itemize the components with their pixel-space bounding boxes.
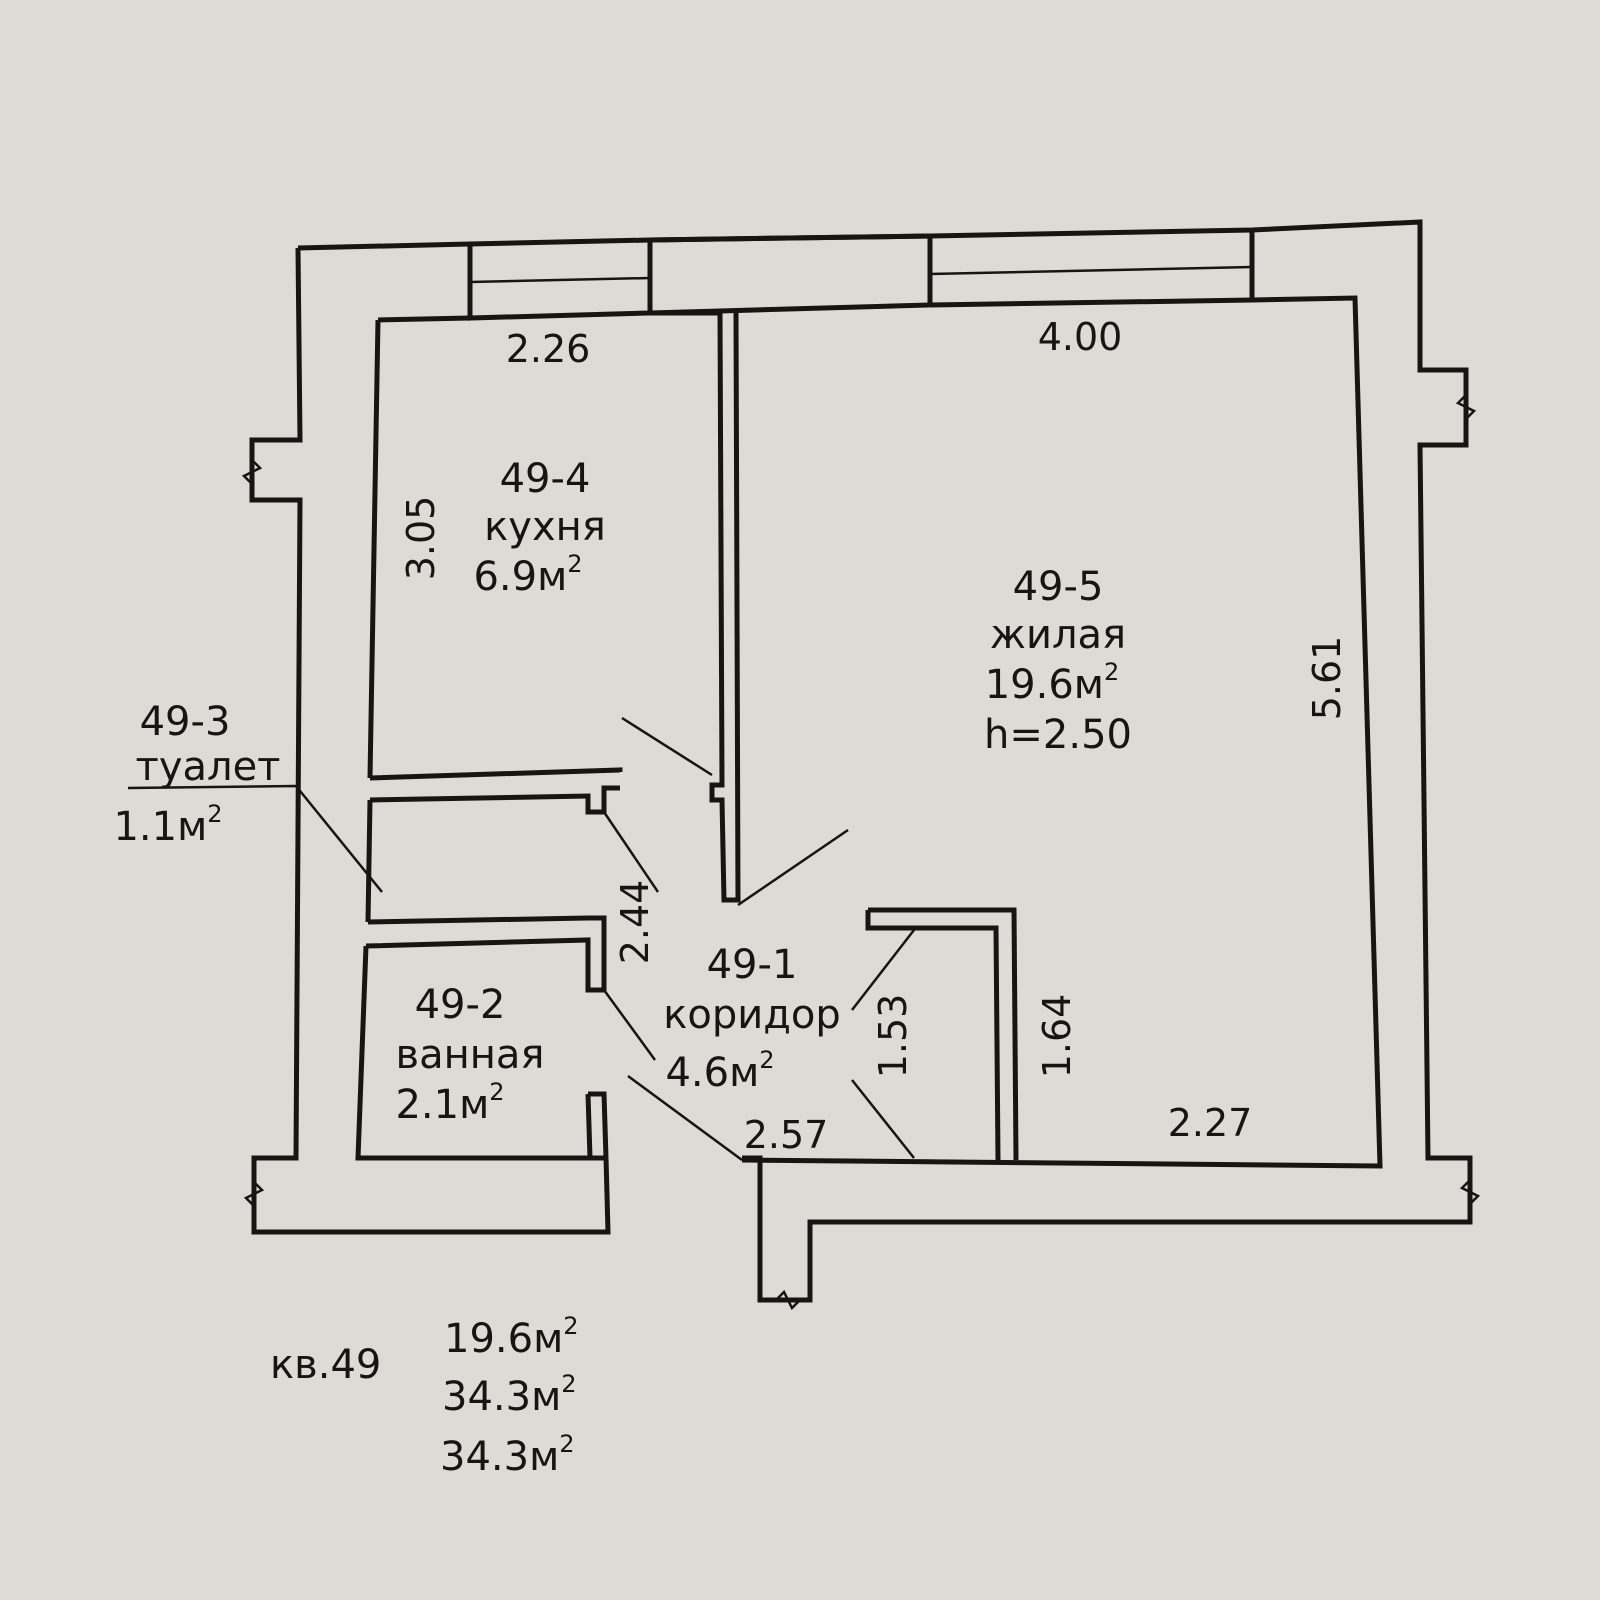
room-id: 49-2 — [415, 982, 506, 1028]
room-area: 6.9м2 — [473, 550, 582, 600]
room-toilet: 49-3 туалет 1.1м2 — [113, 699, 280, 850]
room-name: туалет — [136, 744, 281, 790]
room-living: 49-5 жилая 19.6м2 h=2.50 — [984, 564, 1132, 758]
room-id: 49-3 — [140, 699, 231, 745]
dim-corridor-bottom: 2.57 — [744, 1113, 829, 1157]
door-swings — [127, 716, 915, 1162]
room-kitchen: 49-4 кухня 6.9м2 — [473, 456, 605, 600]
break-mark — [241, 459, 263, 485]
apartment-summary: кв.49 19.6м2 34.3м2 34.3м2 — [270, 1312, 579, 1480]
room-bath: 49-2 ванная 2.1м2 — [395, 982, 544, 1128]
dim-kitchen-height: 3.05 — [399, 496, 443, 581]
door-swing-closet-bottom — [851, 1079, 915, 1159]
partition-toilet-top — [369, 767, 623, 815]
door-swing-living — [737, 828, 849, 907]
door-swing-bath — [602, 989, 657, 1061]
outer-wall-left — [249, 247, 611, 1235]
door-swing-entrance — [627, 1074, 743, 1162]
window-living-pier — [649, 233, 933, 316]
closet-wall — [865, 907, 1019, 1161]
inner-wall-living — [741, 295, 1383, 1169]
apartment-number: кв.49 — [270, 1342, 381, 1388]
room-height: h=2.50 — [984, 712, 1132, 758]
dimension-labels: 2.26 4.00 3.05 5.61 2.44 2.57 1.53 1.64 … — [399, 315, 1349, 1157]
dim-corridor-length: 2.44 — [613, 880, 657, 965]
room-area: 4.6м2 — [665, 1046, 774, 1096]
break-mark — [1455, 394, 1477, 420]
dim-closet-height: 1.64 — [1035, 994, 1079, 1079]
door-swing-toilet — [602, 811, 660, 893]
dim-living-height: 5.61 — [1305, 636, 1349, 721]
room-name: коридор — [663, 992, 841, 1038]
room-name: жилая — [990, 612, 1126, 658]
bath-jamb — [585, 1091, 609, 1159]
partition-kitchen-living — [709, 312, 741, 903]
inner-wall-left-lower — [355, 799, 606, 1161]
partition-toilet-bath — [365, 915, 607, 993]
room-area: 1.1м2 — [113, 800, 222, 850]
dim-living-width: 4.00 — [1038, 315, 1123, 359]
room-name: кухня — [484, 504, 606, 550]
walls — [241, 219, 1481, 1311]
break-mark — [243, 1181, 265, 1207]
dim-closet-depth: 1.53 — [871, 994, 915, 1079]
door-swing-kitchen — [621, 716, 713, 777]
outer-wall — [297, 219, 1473, 1303]
room-area: 2.1м2 — [395, 1078, 504, 1128]
room-name: ванная — [396, 1032, 545, 1078]
window-living-glass — [929, 265, 1253, 276]
break-mark — [775, 1289, 801, 1311]
room-id: 49-4 — [500, 456, 591, 502]
room-corridor: 49-1 коридор 4.6м2 — [663, 942, 841, 1096]
room-area: 19.6м2 — [985, 658, 1120, 708]
door-swing-closet-top — [851, 929, 915, 1011]
leader-toilet — [127, 784, 383, 893]
window-kitchen-glass — [469, 276, 651, 284]
summary-total-area: 34.3м2 — [442, 1370, 577, 1420]
summary-living-area: 19.6м2 — [444, 1312, 579, 1362]
dim-kitchen-width: 2.26 — [506, 327, 591, 371]
dim-living-bottom: 2.27 — [1168, 1101, 1253, 1145]
room-id: 49-5 — [1013, 564, 1104, 610]
room-id: 49-1 — [707, 942, 798, 988]
break-mark — [1459, 1179, 1481, 1205]
summary-total-area-2: 34.3м2 — [440, 1430, 575, 1480]
